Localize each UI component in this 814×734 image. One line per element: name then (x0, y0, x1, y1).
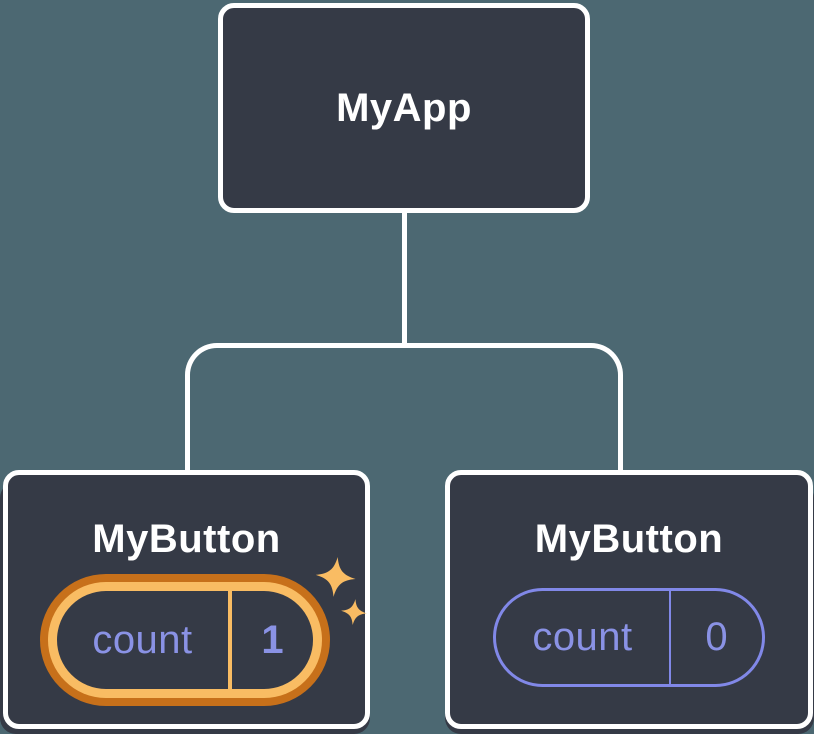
root-node-label: MyApp (336, 85, 472, 130)
state-pill-divider (228, 591, 232, 689)
right-node-label: MyButton (534, 517, 724, 561)
state-pill-highlighted: count 1 (40, 574, 330, 706)
state-key-label: count (92, 617, 193, 662)
state-pill-inner-ring: count 1 (48, 582, 322, 698)
component-node-mybutton-left: MyButton count 1 (3, 470, 370, 729)
connector-trunk-line (402, 211, 407, 346)
sparkles-icon (315, 557, 367, 625)
state-value: 1 (261, 617, 284, 662)
component-node-root: MyApp (218, 3, 590, 213)
component-node-mybutton-right: MyButton count 0 (445, 470, 813, 729)
state-pill-divider (669, 591, 671, 684)
left-node-label: MyButton (92, 517, 281, 561)
state-key-label: count (532, 615, 633, 659)
connector-branch-bracket (185, 343, 623, 470)
state-pill-core: count 1 (57, 591, 313, 689)
state-value: 0 (705, 615, 728, 659)
state-pill-plain: count 0 (493, 588, 765, 687)
